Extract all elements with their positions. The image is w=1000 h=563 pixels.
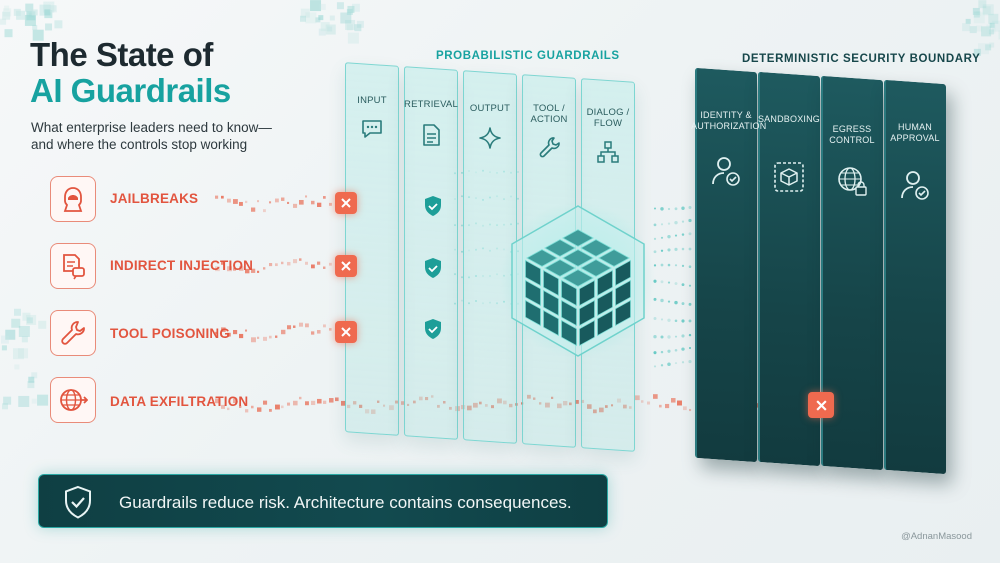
threat-label-jailbreaks: JAILBREAKS (110, 191, 199, 206)
cube-cell (580, 239, 612, 257)
user-approve-icon (901, 171, 929, 200)
cube-cell (580, 259, 612, 277)
threat-label-indirect-injection: INDIRECT INJECTION (110, 258, 254, 273)
guardrail-label-tool-action: TOOL / ACTION (530, 103, 568, 125)
cube-cell (597, 309, 613, 337)
boundary-label-sandboxing: SANDBOXING (757, 114, 820, 124)
wrench-icon (50, 310, 96, 356)
guardrail-label-retrieval: RETRIEVAL (404, 99, 458, 110)
cube-cell (525, 279, 541, 307)
title-line-2: AI Guardrails (30, 72, 231, 109)
cube-cell (561, 279, 577, 307)
probabilistic-guardrails-heading: PROBABILISTIC GUARDRAILS (436, 50, 620, 62)
cube-cell (579, 279, 595, 307)
cube-cell (597, 269, 613, 297)
cube-cell (579, 319, 595, 347)
cube-cell (562, 269, 594, 287)
cube-cell (615, 259, 631, 287)
blocked-x-icon (335, 321, 357, 343)
cube-cell (543, 289, 559, 317)
hooded-attacker-icon (50, 176, 96, 222)
banner-message: Guardrails reduce risk. Architecture con… (119, 493, 572, 512)
title-line-1: The State of (30, 36, 213, 73)
document-icon (423, 124, 440, 146)
cube-cell (525, 299, 541, 327)
cube-cell (525, 259, 541, 287)
document-chat-icon (50, 243, 96, 289)
globe-lock-icon (838, 167, 867, 196)
flow-icon (597, 141, 619, 163)
cube-cell (543, 309, 559, 337)
globe-arrow-icon (50, 377, 96, 423)
author-watermark: @AdnanMasood (901, 531, 972, 542)
blocked-x-icon (335, 255, 357, 277)
shield-check-icon (425, 319, 441, 339)
threat-label-tool-poisoning: TOOL POISONING (110, 326, 231, 341)
wrench-icon (539, 137, 560, 158)
user-check-icon (712, 157, 740, 186)
cube-cell (544, 259, 576, 277)
cube-cell (597, 289, 613, 317)
cube-cell (561, 299, 577, 327)
threat-label-data-exfiltration: DATA EXFILTRATION (110, 394, 249, 409)
boundary-label-egress-control: EGRESS CONTROL (829, 124, 875, 145)
cube-cell (579, 299, 595, 327)
blocked-x-icon (808, 392, 834, 418)
central-model-cube (500, 202, 656, 358)
sandbox-box-icon (774, 162, 804, 192)
shield-check-icon (425, 258, 441, 278)
subtitle: What enterprise leaders need to know— an… (31, 120, 272, 152)
blocked-x-icon (335, 192, 357, 214)
shield-check-icon (65, 485, 91, 519)
cube-cell (615, 279, 631, 307)
sparkle-icon (479, 127, 501, 149)
deterministic-boundary-heading: DETERMINISTIC SECURITY BOUNDARY (742, 53, 981, 65)
shield-check-icon (425, 196, 441, 216)
boundary-label-human-approval: HUMAN APPROVAL (890, 122, 940, 143)
cube-cell (544, 239, 576, 257)
key-message-banner: Guardrails reduce risk. Architecture con… (38, 474, 608, 528)
cube-cell (543, 269, 559, 297)
cube-cell (562, 229, 594, 247)
chat-bubble-icon (362, 120, 382, 138)
cube-cell (598, 249, 630, 267)
cube-cell (615, 299, 631, 327)
guardrail-label-input: INPUT (357, 95, 387, 106)
guardrail-label-dialog-flow: DIALOG / FLOW (586, 107, 630, 129)
guardrail-label-output: OUTPUT (469, 103, 511, 114)
cube-cell (561, 319, 577, 347)
boundary-label-identity-authorization: IDENTITY & AUTHORIZATION (691, 110, 767, 131)
cube-cell (562, 249, 594, 267)
cube-cell (526, 249, 558, 267)
